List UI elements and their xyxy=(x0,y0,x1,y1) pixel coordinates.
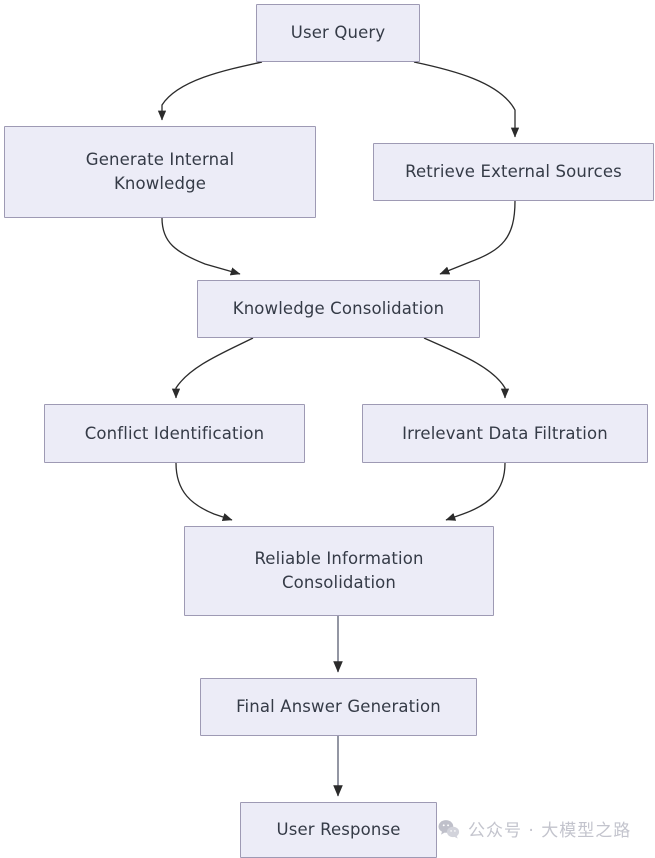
node-label: Knowledge Consolidation xyxy=(232,299,445,319)
wechat-icon xyxy=(438,819,460,838)
node-conflict-identification[interactable]: Conflict Identification xyxy=(44,404,305,463)
node-generate-internal-knowledge[interactable]: Generate Internal Knowledge xyxy=(4,126,316,218)
edge-retrieve-external-sources-to-knowledge-consolidation xyxy=(439,200,516,275)
node-irrelevant-data-filtration[interactable]: Irrelevant Data Filtration xyxy=(362,404,648,463)
node-final-answer-generation[interactable]: Final Answer Generation xyxy=(200,678,477,736)
edge-user-query-to-retrieve-external-sources xyxy=(413,61,520,138)
node-reliable-information-consolidation[interactable]: Reliable Information Consolidation xyxy=(184,526,494,616)
node-label: Final Answer Generation xyxy=(236,697,441,717)
node-user-response[interactable]: User Response xyxy=(240,802,437,858)
edge-conflict-identification-to-reliable-information-consolidation xyxy=(175,462,233,521)
node-label: User Response xyxy=(276,820,401,840)
node-label: Retrieve External Sources xyxy=(405,162,622,182)
node-retrieve-external-sources[interactable]: Retrieve External Sources xyxy=(373,143,654,201)
watermark: 公众号 · 大模型之路 xyxy=(438,816,631,841)
edge-knowledge-consolidation-to-irrelevant-data-filtration xyxy=(423,337,510,399)
edge-user-query-to-generate-internal-knowledge xyxy=(157,61,263,121)
watermark-text: 公众号 · 大模型之路 xyxy=(468,821,632,841)
node-label: Irrelevant Data Filtration xyxy=(402,423,608,443)
node-label: Reliable Information Consolidation xyxy=(254,549,424,592)
node-label: Generate Internal Knowledge xyxy=(85,150,235,193)
edge-irrelevant-data-filtration-to-reliable-information-consolidation xyxy=(445,462,506,521)
node-user-query[interactable]: User Query xyxy=(256,4,420,62)
node-label: Conflict Identification xyxy=(84,423,265,443)
node-label: User Query xyxy=(290,23,386,43)
edge-generate-internal-knowledge-to-knowledge-consolidation xyxy=(161,217,241,276)
edge-knowledge-consolidation-to-conflict-identification xyxy=(171,337,254,399)
node-knowledge-consolidation[interactable]: Knowledge Consolidation xyxy=(197,280,480,338)
